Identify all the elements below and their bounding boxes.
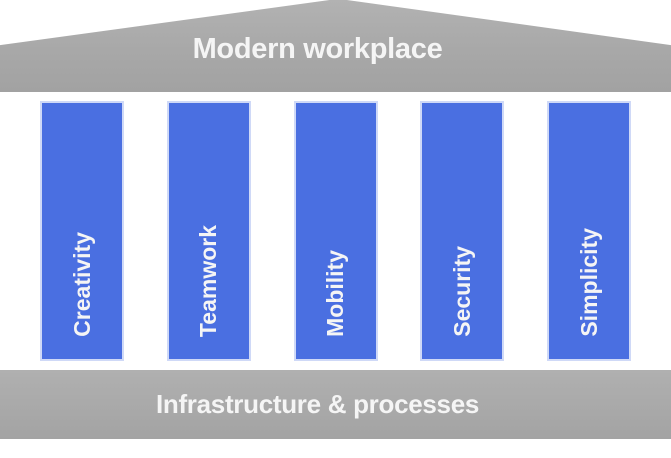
pillar-security-label: Security	[448, 246, 475, 337]
pillar-row: Creativity Teamwork Mobility Security Si…	[0, 101, 671, 361]
roof-label: Modern workplace	[192, 33, 443, 65]
pillar-creativity-label: Creativity	[68, 232, 95, 337]
pillar-creativity: Creativity	[40, 101, 124, 361]
base-label: Infrastructure & processes	[155, 389, 480, 419]
pillar-simplicity: Simplicity	[547, 101, 631, 361]
pillar-simplicity-label: Simplicity	[575, 228, 602, 337]
pillar-mobility: Mobility	[293, 101, 378, 361]
base-bar: Infrastructure & processes	[0, 370, 671, 439]
pillar-teamwork: Teamwork	[166, 101, 251, 361]
pillar-security: Security	[420, 101, 505, 361]
roof-pediment: Modern workplace	[0, 0, 671, 92]
pillar-mobility-label: Mobility	[322, 250, 348, 337]
pillar-teamwork-label: Teamwork	[195, 224, 222, 337]
